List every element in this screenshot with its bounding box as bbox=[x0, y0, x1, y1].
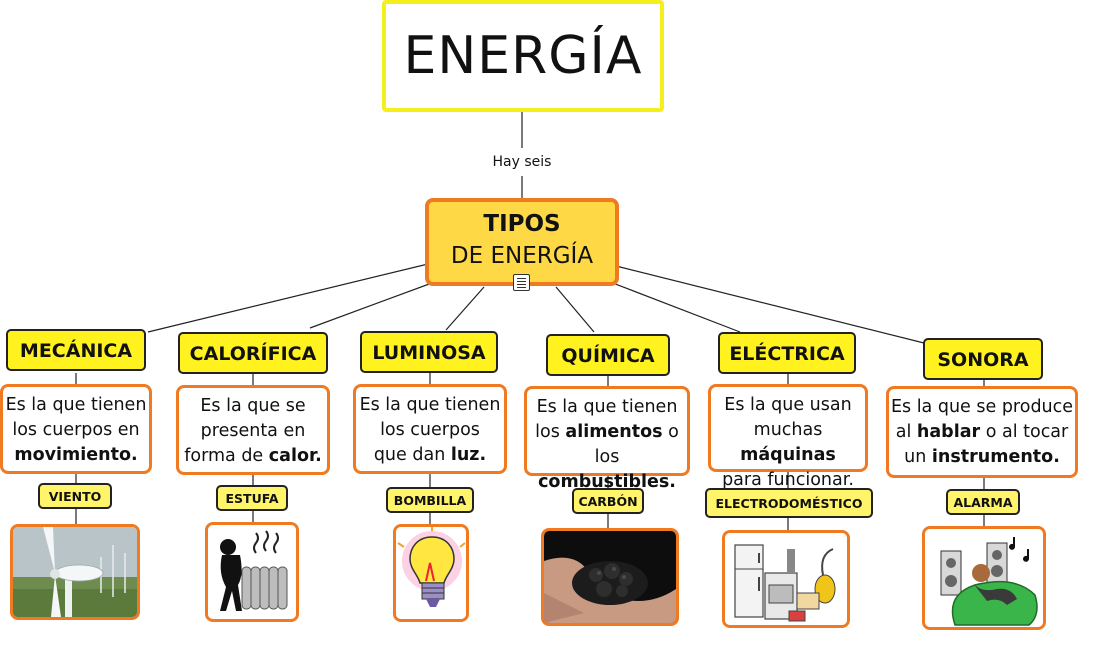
example-label: ELECTRODOMÉSTICO bbox=[715, 496, 863, 511]
desc-keyword: calor bbox=[268, 446, 316, 466]
note-icon[interactable] bbox=[513, 274, 530, 291]
concept-mecanica-label: MECÁNICA bbox=[19, 340, 133, 362]
concept-electrica-label: ELÉCTRICA bbox=[729, 343, 845, 365]
desc-line: los cuerpos en bbox=[12, 420, 140, 440]
desc-period: . bbox=[130, 445, 138, 465]
desc-sonora[interactable]: Es la que se produce al hablar o al toca… bbox=[886, 386, 1078, 478]
desc-period: . bbox=[479, 445, 487, 465]
concept-quimica[interactable]: QUÍMICA bbox=[546, 334, 670, 376]
desc-keyword: máquinas bbox=[740, 445, 836, 465]
concept-electrica[interactable]: ELÉCTRICA bbox=[718, 332, 856, 374]
concept-calorifica-label: CALORÍFICA bbox=[189, 343, 317, 365]
example-label: CARBÓN bbox=[578, 494, 638, 509]
desc-text: al bbox=[895, 422, 917, 442]
root-concept-energia[interactable]: ENERGÍA bbox=[382, 0, 664, 112]
desc-line: Es la que tienen bbox=[5, 395, 147, 415]
example-electrodomestico[interactable]: ELECTRODOMÉSTICO bbox=[705, 488, 873, 518]
example-label: BOMBILLA bbox=[393, 493, 467, 508]
example-label: ESTUFA bbox=[225, 491, 279, 506]
desc-line: los combustibles. bbox=[527, 445, 687, 495]
desc-line: un instrumento. bbox=[889, 445, 1075, 470]
concept-luminosa-label: LUMINOSA bbox=[372, 342, 486, 364]
example-alarma[interactable]: ALARMA bbox=[946, 489, 1020, 515]
desc-text: muchas bbox=[753, 420, 823, 440]
desc-keyword: movimiento bbox=[14, 445, 131, 465]
music-listener-image bbox=[922, 526, 1046, 630]
desc-keyword: luz bbox=[450, 445, 480, 465]
desc-text: un bbox=[904, 447, 932, 467]
root-title: ENERGÍA bbox=[403, 26, 643, 86]
concept-tipos-de-energia[interactable]: TIPOS DE ENERGÍA bbox=[425, 198, 619, 286]
desc-text: los bbox=[535, 422, 566, 442]
desc-line: Es la que se bbox=[200, 396, 306, 416]
desc-text: los bbox=[594, 447, 620, 467]
desc-keyword: hablar bbox=[916, 422, 981, 442]
light-bulb-image bbox=[393, 524, 469, 622]
desc-line: Es la que usan bbox=[724, 395, 852, 415]
example-carbon[interactable]: CARBÓN bbox=[572, 488, 644, 514]
desc-line: movimiento. bbox=[3, 443, 149, 468]
desc-keyword: instrumento bbox=[931, 447, 1054, 467]
center-line2: DE ENERGÍA bbox=[450, 243, 594, 269]
desc-line: Es la que tienen bbox=[536, 397, 678, 417]
example-label: VIENTO bbox=[48, 489, 102, 504]
desc-text: que dan bbox=[373, 445, 451, 465]
concept-quimica-label: QUÍMICA bbox=[561, 345, 655, 367]
desc-line: Es la que se produce bbox=[890, 397, 1074, 417]
center-line1: TIPOS bbox=[483, 211, 561, 237]
radiator-image bbox=[205, 522, 299, 622]
desc-line: muchas máquinas bbox=[711, 418, 865, 468]
desc-calorifica[interactable]: Es la que se presenta en forma de calor. bbox=[176, 385, 330, 475]
desc-text: o al tocar bbox=[980, 422, 1069, 442]
appliances-image bbox=[722, 530, 850, 628]
desc-line: Es la que tienen bbox=[359, 395, 501, 415]
desc-line: presenta en bbox=[200, 421, 306, 441]
desc-quimica[interactable]: Es la que tienen los alimentos o los com… bbox=[524, 386, 690, 492]
desc-line: forma de calor. bbox=[179, 444, 327, 469]
desc-line: los alimentos o bbox=[527, 420, 687, 445]
desc-mecanica[interactable]: Es la que tienen los cuerpos en movimien… bbox=[0, 384, 152, 474]
desc-electrica[interactable]: Es la que usan muchas máquinas para func… bbox=[708, 384, 868, 490]
desc-period: . bbox=[1053, 447, 1060, 467]
concept-mecanica[interactable]: MECÁNICA bbox=[6, 329, 146, 371]
desc-period: . bbox=[315, 446, 322, 466]
desc-luminosa[interactable]: Es la que tienen los cuerpos que dan luz… bbox=[353, 384, 507, 474]
desc-text: o bbox=[662, 422, 679, 442]
desc-line: para funcionar. bbox=[722, 470, 854, 490]
example-bombilla[interactable]: BOMBILLA bbox=[386, 487, 474, 513]
desc-keyword: combustibles bbox=[538, 472, 670, 492]
desc-text: forma de bbox=[184, 446, 269, 466]
concept-luminosa[interactable]: LUMINOSA bbox=[360, 331, 498, 373]
desc-keyword: alimentos bbox=[565, 422, 663, 442]
example-viento[interactable]: VIENTO bbox=[38, 483, 112, 509]
desc-line: que dan luz. bbox=[356, 443, 504, 468]
example-estufa[interactable]: ESTUFA bbox=[216, 485, 288, 511]
desc-line: los cuerpos bbox=[380, 420, 480, 440]
desc-period: . bbox=[669, 472, 676, 492]
wind-turbine-image bbox=[10, 524, 140, 620]
concept-sonora-label: SONORA bbox=[937, 349, 1029, 371]
coal-image bbox=[541, 528, 679, 626]
link-label-hay-seis: Hay seis bbox=[470, 154, 574, 170]
example-label: ALARMA bbox=[953, 495, 1013, 510]
concept-calorifica[interactable]: CALORÍFICA bbox=[178, 332, 328, 374]
concept-sonora[interactable]: SONORA bbox=[923, 338, 1043, 380]
desc-line: al hablar o al tocar bbox=[889, 420, 1075, 445]
